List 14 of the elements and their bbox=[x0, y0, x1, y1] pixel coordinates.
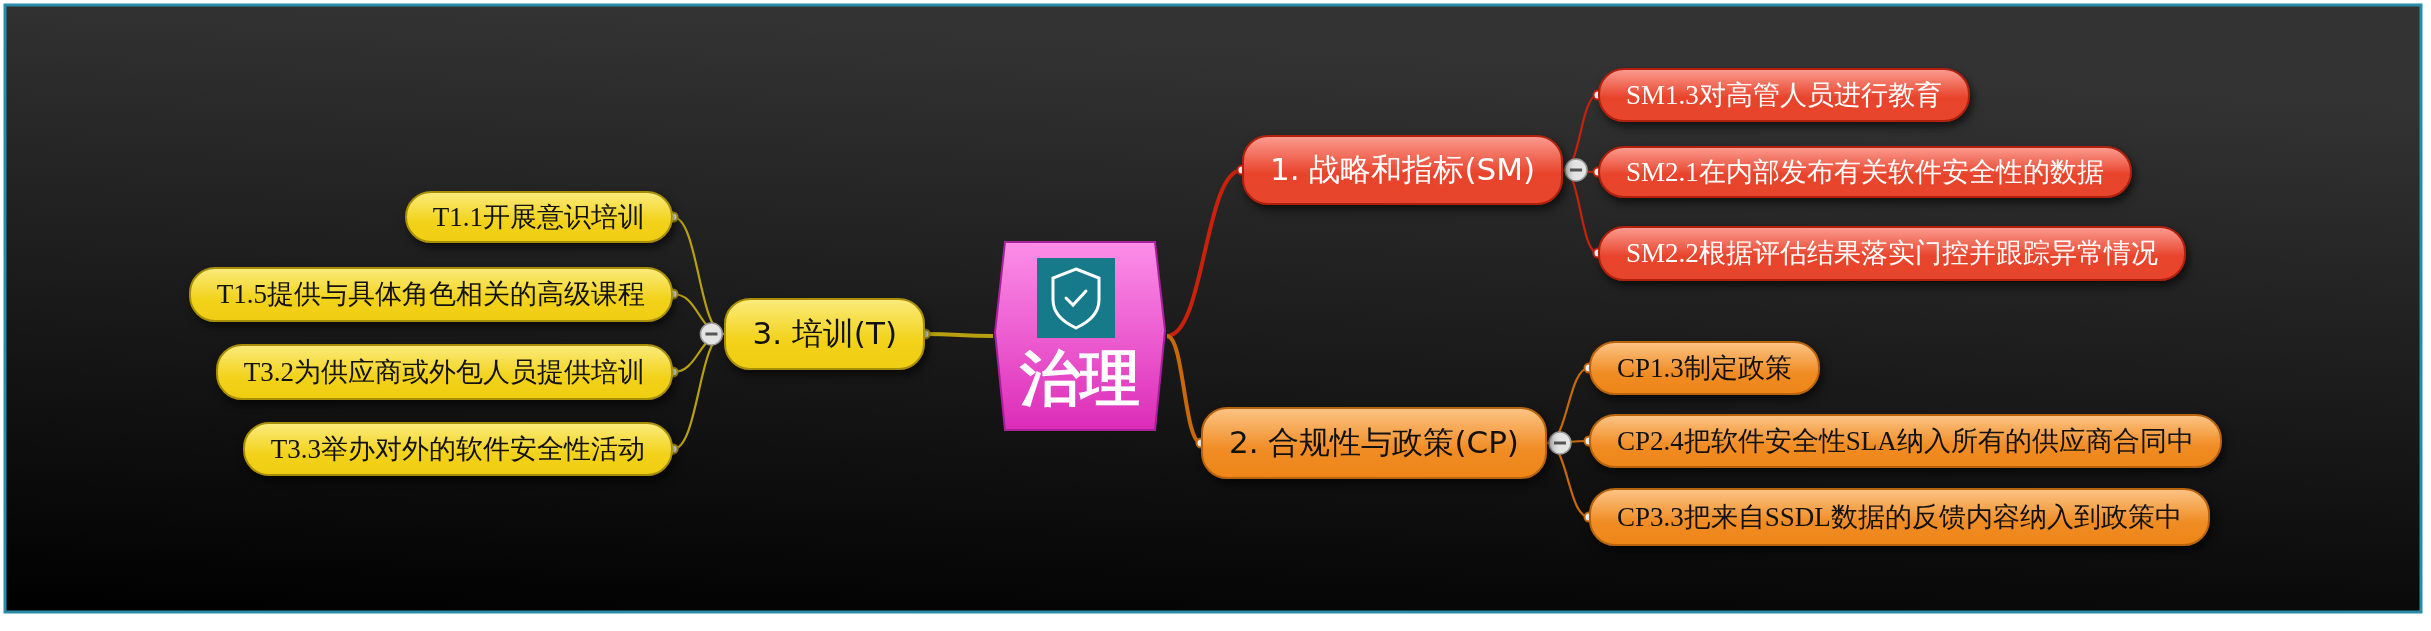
branch-topic: 2. 合规性与政策(CP) bbox=[1201, 407, 1547, 479]
subtopic: CP3.3把来自SSDL数据的反馈内容纳入到政策中 bbox=[1589, 488, 2210, 546]
subtopic: T3.3举办对外的软件安全性活动 bbox=[242, 422, 673, 476]
subtopic: CP2.4把软件安全性SLA纳入所有的供应商合同中 bbox=[1589, 414, 2222, 468]
subtopic: T1.5提供与具体角色相关的高级课程 bbox=[188, 266, 673, 322]
subtopic: SM2.1在内部发布有关软件安全性的数据 bbox=[1598, 146, 2132, 198]
subtopic: SM1.3对高管人员进行教育 bbox=[1598, 68, 1970, 122]
subtopic: T3.2为供应商或外包人员提供培训 bbox=[215, 344, 673, 400]
subtopic: SM2.2根据评估结果落实门控并跟踪异常情况 bbox=[1598, 225, 2186, 281]
subtopic: CP1.3制定政策 bbox=[1589, 341, 1820, 395]
root-title: 治理 bbox=[1019, 342, 1141, 415]
subtopic: T1.1开展意识培训 bbox=[404, 191, 673, 243]
branch-topic: 1. 战略和指标(SM) bbox=[1242, 135, 1564, 205]
branch-topic: 3. 培训(T) bbox=[724, 298, 925, 370]
